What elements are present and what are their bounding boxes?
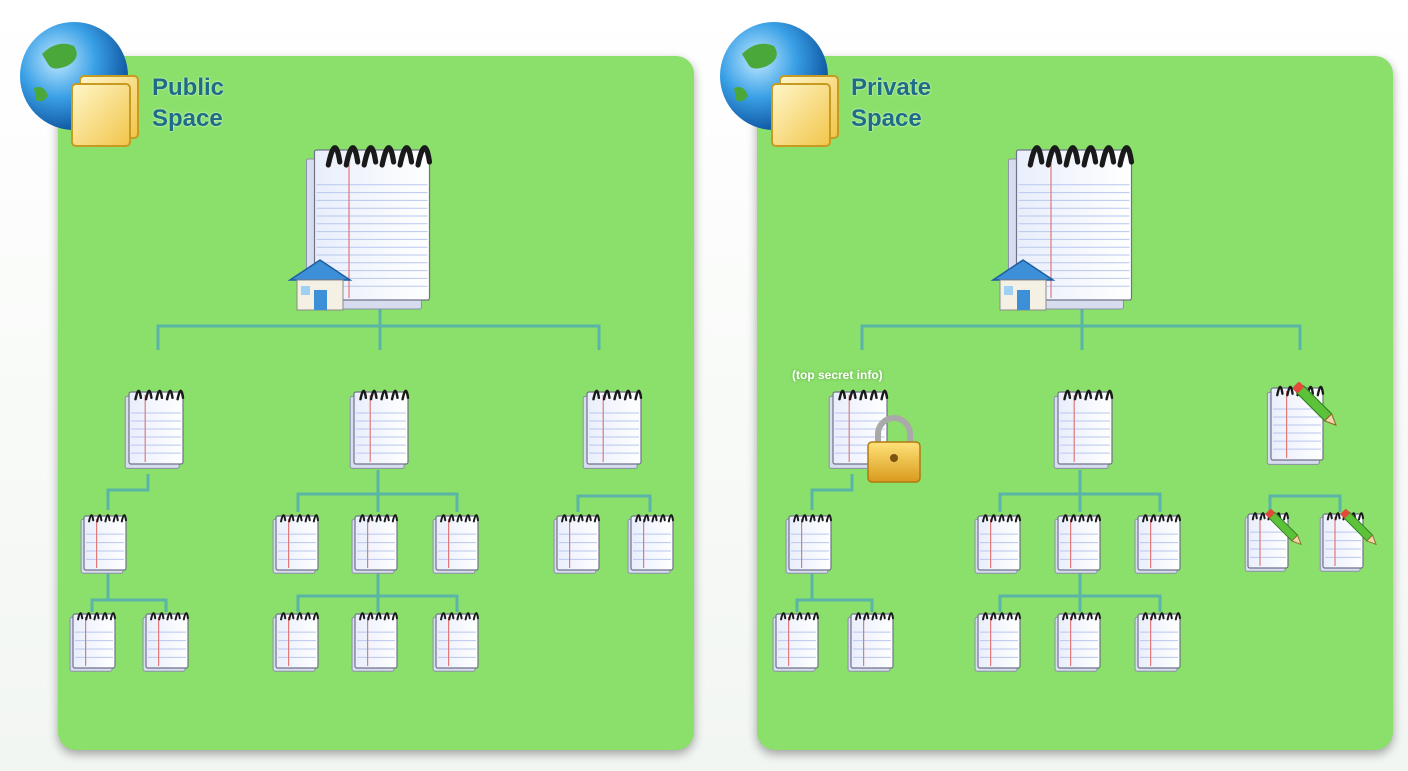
notebook-icon: [553, 514, 600, 574]
notebook-icon: [1054, 514, 1101, 574]
notebook-icon: [785, 514, 832, 574]
public-title-line2: Space: [152, 105, 223, 132]
notebook-icon: [351, 514, 398, 574]
connector-line: [810, 474, 854, 510]
home-icon: [287, 259, 353, 311]
notebook-nodes: [69, 145, 1377, 672]
pencil-icon: [1265, 509, 1302, 546]
notebook-icon: [80, 514, 127, 574]
public-title-line1: Public: [152, 74, 225, 101]
pencil-icon: [1292, 382, 1337, 427]
lock-icon: [867, 415, 921, 483]
notebook-icon: [582, 389, 643, 469]
notebook-icon: [1244, 512, 1289, 572]
connector-line: [90, 598, 168, 612]
top-secret-label: (top secret info): [792, 368, 883, 382]
connector-lines: [90, 300, 1342, 612]
notebook-icon: [432, 612, 479, 672]
notebook-icon: [974, 612, 1021, 672]
private-title-line2: Space: [851, 105, 922, 132]
private-space-title: Private Space: [851, 72, 931, 134]
notebook-icon: [1053, 389, 1114, 469]
globe-folder-icon: [712, 14, 852, 154]
notebook-icon: [349, 389, 410, 469]
notebook-icon: [272, 612, 319, 672]
private-title-line1: Private: [851, 74, 932, 101]
notebook-icon: [974, 514, 1021, 574]
notebook-icon: [1134, 612, 1181, 672]
home-icon: [990, 259, 1056, 311]
globe-folder-icon: [12, 14, 152, 154]
connector-line: [1268, 494, 1342, 512]
notebook-icon: [432, 514, 479, 574]
notebook-icon: [142, 612, 189, 672]
notebook-icon: [627, 514, 674, 574]
notebook-icon: [272, 514, 319, 574]
notebook-icon: [69, 612, 116, 672]
pencil-icon: [1340, 509, 1377, 546]
notebook-icon: [1134, 514, 1181, 574]
connector-line: [576, 494, 652, 512]
notebook-icon: [351, 612, 398, 672]
connector-line: [106, 474, 150, 510]
connector-line: [795, 598, 874, 612]
notebook-icon: [847, 612, 894, 672]
public-space-title: Public Space: [152, 72, 224, 134]
notebook-icon: [772, 612, 819, 672]
notebook-icon: [124, 389, 185, 469]
notebook-icon: [1054, 612, 1101, 672]
